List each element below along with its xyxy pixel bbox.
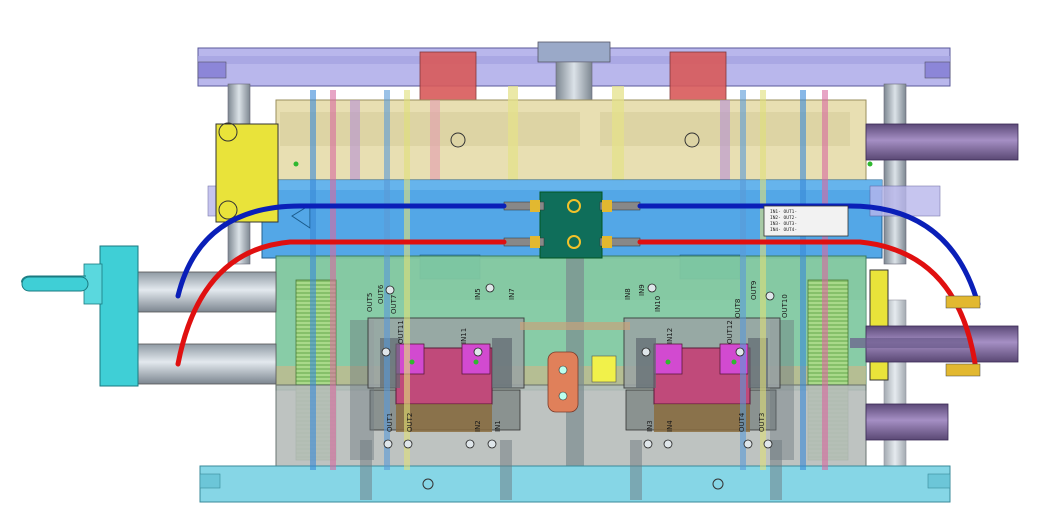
port-label-out3: OUT3 [758,413,766,432]
legend-row: IN1- OUT1- [770,209,797,215]
port-label-in1: IN1 [494,420,502,432]
port-label-out8: OUT8 [734,299,742,318]
port-legend-plate: IN1- OUT1- IN2- OUT2- IN3- OUT3- IN4- OU… [763,205,849,237]
port-label-out5: OUT5 [366,293,374,312]
top-clamp-plate [197,41,951,105]
legend-row: IN2- OUT2- [770,215,797,221]
blue-hose [175,203,507,299]
port-label-out11: OUT11 [397,320,405,344]
port-label-out2: OUT2 [406,413,414,432]
port-label-in12: IN12 [666,328,674,344]
side-latch-left [215,122,279,223]
bottom-clamp-plate [199,440,951,503]
port-label-out7: OUT7 [390,295,398,314]
port-label-in2: IN2 [474,420,482,432]
manifold-port-top [567,199,581,213]
hydraulic-cylinder-left [21,245,277,387]
port-label-out9: OUT9 [750,281,758,300]
cooling-hoses [175,203,981,377]
port-fittings [381,283,775,449]
blue-hose-right [637,203,981,307]
port-label-out4: OUT4 [738,412,746,432]
port-label-in7: IN7 [508,288,516,300]
port-label-in8: IN8 [624,288,632,300]
port-label-out12: OUT12 [726,320,734,344]
port-label-out1: OUT1 [386,413,394,432]
port-label-in9: IN9 [638,284,646,296]
port-label-in11: IN11 [460,328,468,344]
legend-row: IN3- OUT3- [770,221,797,227]
cooling-manifold [503,191,641,259]
port-label-in5: IN5 [474,288,482,300]
port-label-in4: IN4 [666,420,674,432]
ejector-pins [310,90,828,470]
port-label-out6: OUT6 [377,284,385,304]
port-label-in3: IN3 [646,420,654,432]
center-ejector-column [520,258,630,468]
port-label-out10: OUT10 [781,294,789,318]
slide-block-left [367,317,525,432]
legend-row: IN4- OUT4- [770,227,797,233]
hydraulic-cylinders-right [850,123,1019,441]
manifold-port-bottom [567,235,581,249]
cavity-plate-upper [275,86,867,186]
red-hose-right [637,239,979,373]
side-latch-right [869,269,889,381]
screw-dots [293,161,873,365]
port-label-in10: IN10 [654,296,662,312]
red-hose [175,239,507,367]
port-labels: OUT5 OUT6 OUT7 IN5 IN7 IN8 IN9 IN10 OUT8… [366,281,789,432]
